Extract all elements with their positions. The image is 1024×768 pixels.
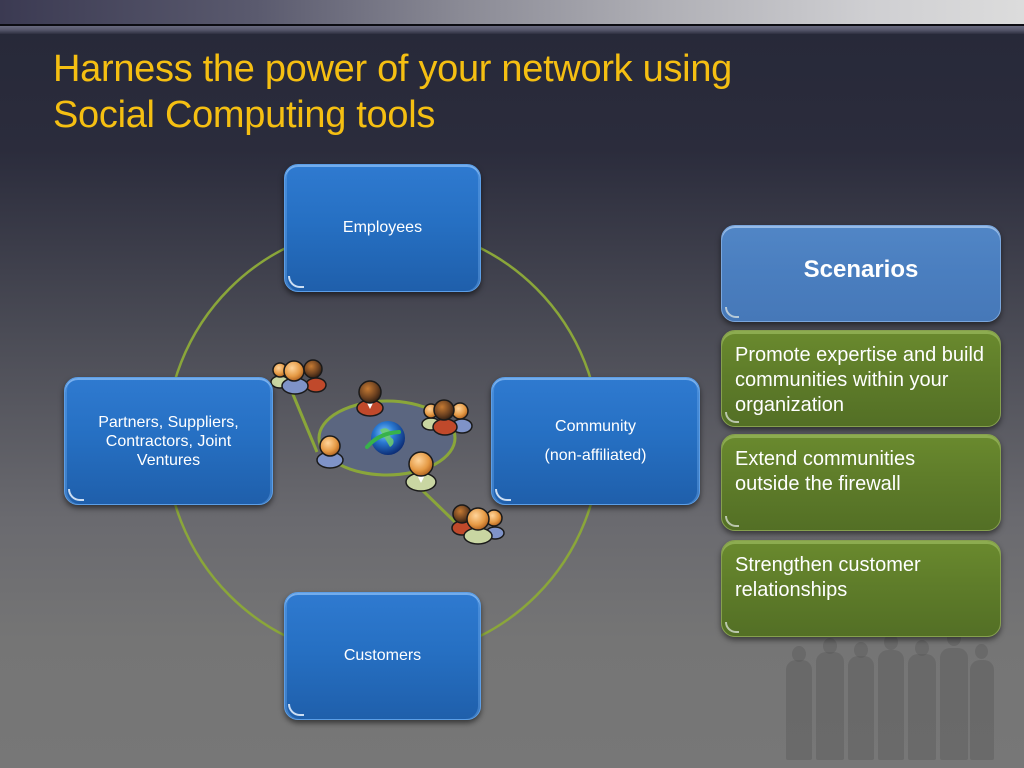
people-silhouettes-icon xyxy=(780,620,1000,760)
node-community-line1: Community xyxy=(555,418,636,435)
node-community-line2: (non-affiliated) xyxy=(544,447,647,464)
node-employees-label: Employees xyxy=(342,219,423,236)
scenarios-header-label: Scenarios xyxy=(803,255,919,283)
connector-line-left xyxy=(290,391,319,453)
title-line-1: Harness the power of your network using xyxy=(53,48,732,90)
top-banner xyxy=(0,0,1024,24)
group-icon-top-left xyxy=(270,359,327,395)
scenario-item-label: Strengthen customer relationships xyxy=(735,554,921,601)
node-customers: Customers xyxy=(284,592,481,720)
node-employees: Employees xyxy=(284,164,481,292)
person-icon-top xyxy=(356,380,384,417)
scenario-item: Promote expertise and build communities … xyxy=(721,330,1001,427)
group-icon-right xyxy=(421,399,473,436)
person-icon-bottom xyxy=(405,451,437,492)
slide-title: Harness the power of your network using … xyxy=(53,46,953,138)
scenario-item-label: Extend communities outside the firewall xyxy=(735,448,916,495)
node-partners: Partners, Suppliers, Contractors, Joint … xyxy=(64,377,273,505)
scenario-item: Strengthen customer relationships xyxy=(721,540,1001,637)
banner-divider xyxy=(0,24,1024,26)
group-icon-bottom-right xyxy=(451,504,505,545)
globe-icon xyxy=(365,421,405,455)
connector-line-right xyxy=(418,486,457,524)
title-line-2: Social Computing tools xyxy=(53,94,436,136)
node-customers-label: Customers xyxy=(343,647,422,664)
scenario-item-label: Promote expertise and build communities … xyxy=(735,344,985,416)
node-partners-label: Partners, Suppliers, Contractors, Joint … xyxy=(98,413,239,469)
central-hub xyxy=(317,399,457,477)
banner-strip xyxy=(0,26,1024,34)
person-icon-left xyxy=(316,435,344,469)
scenarios-header: Scenarios xyxy=(721,225,1001,322)
node-community: Community (non-affiliated) xyxy=(491,377,700,505)
scenario-item: Extend communities outside the firewall xyxy=(721,434,1001,531)
